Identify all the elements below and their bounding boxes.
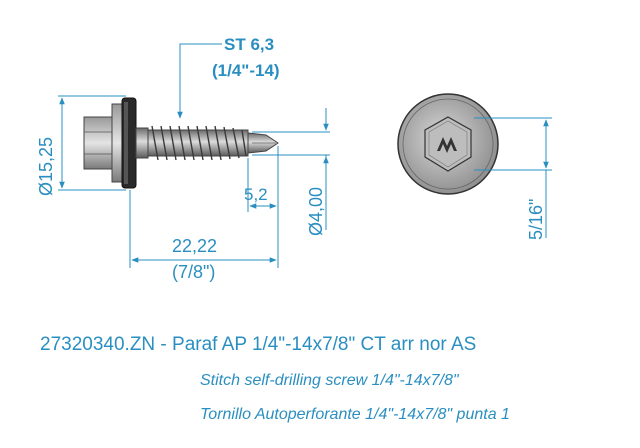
spanish-description: Tornillo Autoperforante 1/4"-14x7/8" pun… — [200, 406, 510, 423]
thread-spec-imperial-label: (1/4"-14) — [212, 61, 280, 80]
head-diameter-label: Ø15,25 — [36, 137, 56, 196]
shank-diameter-dimension: Ø4,00 — [252, 108, 330, 236]
tip-length-label: 5,2 — [244, 185, 268, 204]
overall-length-imperial-label: (7/8") — [172, 262, 215, 282]
tip-length-dimension: 5,2 — [244, 146, 279, 268]
screw-side-view — [83, 97, 279, 189]
shank — [135, 127, 149, 159]
shank-diameter-label: Ø4,00 — [306, 187, 326, 236]
manufacturer-logo-icon — [437, 137, 457, 153]
thread-spec-callout: ST 6,3 (1/4"-14) — [177, 35, 280, 119]
thread-spec-label: ST 6,3 — [224, 35, 274, 54]
hex-size-label: 5/16" — [526, 199, 546, 240]
head-diameter-dimension: Ø15,25 — [36, 95, 126, 196]
english-description: Stitch self-drilling screw 1/4"-14x7/8" — [200, 372, 459, 389]
overall-length-label: 22,22 — [172, 236, 217, 256]
flange — [111, 103, 123, 183]
product-code-caption: 27320340.ZN - Paraf AP 1/4"-14x7/8" CT a… — [40, 334, 477, 355]
hex-head — [83, 116, 115, 170]
screw-top-view — [397, 93, 499, 195]
overall-length-dimension: 22,22 (7/8") — [129, 190, 277, 282]
hex-size-dimension: 5/16" — [474, 117, 552, 240]
